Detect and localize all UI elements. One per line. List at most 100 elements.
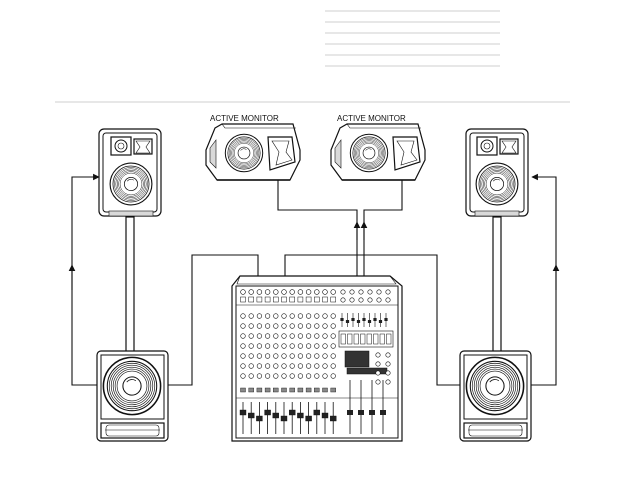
channel-knob[interactable] bbox=[314, 353, 320, 359]
channel-knob[interactable] bbox=[297, 363, 304, 369]
master-knob[interactable] bbox=[376, 297, 382, 303]
channel-knob[interactable] bbox=[240, 373, 246, 379]
channel-knob[interactable] bbox=[281, 363, 287, 369]
channel-knob[interactable] bbox=[273, 323, 279, 329]
channel-knob[interactable] bbox=[306, 333, 312, 339]
channel-knob[interactable] bbox=[248, 373, 254, 379]
channel-knob[interactable] bbox=[281, 373, 287, 379]
channel-knob[interactable] bbox=[306, 353, 312, 359]
channel-knob[interactable] bbox=[265, 373, 271, 379]
master-knob[interactable] bbox=[349, 289, 355, 295]
channel-knob[interactable] bbox=[306, 343, 312, 349]
channel-knob[interactable] bbox=[322, 373, 328, 379]
eq-slider[interactable] bbox=[384, 318, 388, 321]
input-jack[interactable] bbox=[289, 289, 295, 295]
master-fader[interactable] bbox=[347, 410, 353, 415]
channel-fader[interactable] bbox=[321, 412, 329, 419]
channel-knob[interactable] bbox=[314, 323, 320, 329]
channel-fader[interactable] bbox=[264, 409, 271, 416]
master-knob[interactable] bbox=[340, 289, 346, 295]
channel-knob[interactable] bbox=[265, 343, 271, 349]
master-knob[interactable] bbox=[358, 289, 364, 295]
channel-knob[interactable] bbox=[273, 363, 279, 369]
channel-knob[interactable] bbox=[248, 363, 254, 369]
channel-knob[interactable] bbox=[265, 313, 271, 319]
channel-fader[interactable] bbox=[305, 415, 312, 422]
input-jack[interactable] bbox=[322, 289, 328, 295]
channel-knob[interactable] bbox=[256, 343, 263, 349]
master-knob[interactable] bbox=[385, 297, 391, 303]
channel-knob[interactable] bbox=[306, 363, 312, 369]
channel-knob[interactable] bbox=[314, 333, 320, 339]
channel-knob[interactable] bbox=[289, 333, 295, 339]
master-fader[interactable] bbox=[380, 410, 386, 415]
channel-knob[interactable] bbox=[248, 333, 254, 339]
input-jack[interactable] bbox=[305, 289, 312, 295]
channel-knob[interactable] bbox=[314, 363, 320, 369]
channel-knob[interactable] bbox=[330, 333, 336, 339]
channel-knob[interactable] bbox=[289, 373, 295, 379]
channel-knob[interactable] bbox=[297, 333, 304, 339]
master-knob[interactable] bbox=[367, 297, 373, 303]
channel-knob[interactable] bbox=[273, 343, 279, 349]
channel-knob[interactable] bbox=[240, 353, 246, 359]
master-knob[interactable] bbox=[367, 289, 373, 295]
channel-knob[interactable] bbox=[306, 313, 312, 319]
channel-knob[interactable] bbox=[322, 323, 328, 329]
master-knob[interactable] bbox=[358, 297, 364, 303]
channel-knob[interactable] bbox=[297, 323, 304, 329]
channel-fader[interactable] bbox=[297, 412, 304, 419]
channel-knob[interactable] bbox=[240, 343, 246, 349]
channel-knob[interactable] bbox=[256, 373, 263, 379]
channel-knob[interactable] bbox=[314, 313, 320, 319]
channel-knob[interactable] bbox=[256, 333, 263, 339]
input-jack[interactable] bbox=[256, 289, 263, 295]
channel-knob[interactable] bbox=[240, 313, 246, 319]
channel-knob[interactable] bbox=[322, 333, 328, 339]
channel-fader[interactable] bbox=[256, 415, 263, 422]
channel-knob[interactable] bbox=[289, 343, 295, 349]
channel-knob[interactable] bbox=[297, 353, 304, 359]
eq-slider[interactable] bbox=[378, 320, 383, 323]
eq-slider[interactable] bbox=[356, 320, 361, 323]
channel-knob[interactable] bbox=[330, 363, 336, 369]
channel-knob[interactable] bbox=[256, 363, 263, 369]
eq-slider[interactable] bbox=[345, 320, 350, 323]
input-jack[interactable] bbox=[248, 289, 254, 295]
channel-fader[interactable] bbox=[313, 409, 320, 416]
master-knob[interactable] bbox=[385, 289, 391, 295]
input-jack[interactable] bbox=[330, 289, 336, 295]
channel-fader[interactable] bbox=[239, 409, 247, 416]
channel-knob[interactable] bbox=[314, 373, 320, 379]
channel-knob[interactable] bbox=[330, 373, 336, 379]
channel-knob[interactable] bbox=[297, 343, 304, 349]
channel-knob[interactable] bbox=[322, 313, 328, 319]
channel-knob[interactable] bbox=[281, 343, 287, 349]
channel-knob[interactable] bbox=[289, 313, 295, 319]
channel-knob[interactable] bbox=[273, 373, 279, 379]
channel-knob[interactable] bbox=[281, 353, 287, 359]
eq-slider[interactable] bbox=[367, 320, 372, 323]
channel-knob[interactable] bbox=[306, 323, 312, 329]
channel-knob[interactable] bbox=[281, 323, 287, 329]
eq-slider[interactable] bbox=[340, 318, 344, 321]
channel-knob[interactable] bbox=[240, 363, 246, 369]
channel-knob[interactable] bbox=[265, 363, 271, 369]
channel-knob[interactable] bbox=[281, 313, 287, 319]
channel-fader[interactable] bbox=[330, 415, 337, 422]
channel-knob[interactable] bbox=[256, 313, 263, 319]
channel-knob[interactable] bbox=[240, 333, 246, 339]
channel-knob[interactable] bbox=[248, 323, 254, 329]
input-jack[interactable] bbox=[273, 289, 279, 295]
channel-knob[interactable] bbox=[289, 323, 295, 329]
eq-slider[interactable] bbox=[373, 318, 377, 321]
channel-knob[interactable] bbox=[256, 353, 263, 359]
eq-slider[interactable] bbox=[351, 318, 355, 321]
channel-fader[interactable] bbox=[289, 409, 296, 416]
channel-knob[interactable] bbox=[273, 353, 279, 359]
channel-knob[interactable] bbox=[265, 353, 271, 359]
master-knob[interactable] bbox=[376, 289, 382, 295]
channel-knob[interactable] bbox=[322, 353, 328, 359]
eq-slider[interactable] bbox=[362, 318, 366, 321]
input-jack[interactable] bbox=[281, 289, 287, 295]
